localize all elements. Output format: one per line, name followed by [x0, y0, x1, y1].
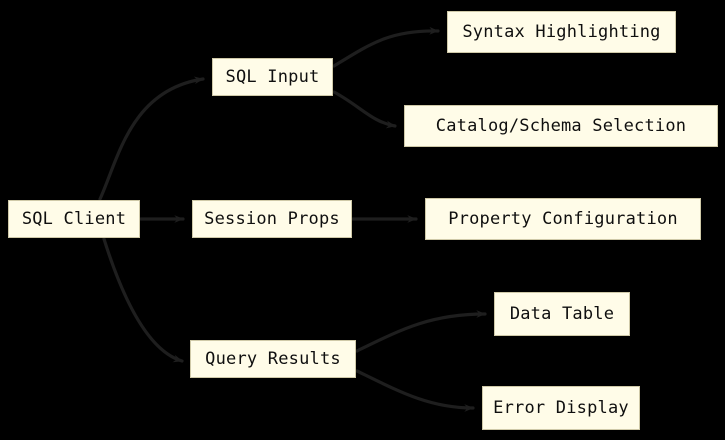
node-label-session-props: Session Props: [204, 208, 340, 229]
node-label-syntax-highlighting: Syntax Highlighting: [462, 21, 661, 42]
node-data-table[interactable]: Data Table: [494, 292, 630, 336]
node-sql-client[interactable]: SQL Client: [8, 200, 140, 238]
node-sql-input[interactable]: SQL Input: [212, 58, 333, 96]
node-label-sql-input: SQL Input: [225, 66, 320, 87]
node-label-data-table: Data Table: [509, 303, 615, 324]
edge-sql-client-to-query-results: [102, 237, 184, 363]
node-error-display[interactable]: Error Display: [482, 386, 640, 430]
edge-sql-input-to-catalog-schema: [332, 90, 397, 129]
edge-sql-client-to-sql-input: [98, 76, 205, 201]
node-property-configuration[interactable]: Property Configuration: [425, 198, 701, 240]
node-syntax-highlighting[interactable]: Syntax Highlighting: [447, 11, 676, 53]
node-catalog-schema-selection[interactable]: Catalog/Schema Selection: [404, 105, 718, 147]
node-label-error-display: Error Display: [493, 397, 629, 418]
node-label-property-configuration: Property Configuration: [448, 208, 678, 229]
node-query-results[interactable]: Query Results: [190, 340, 356, 378]
node-label-sql-client: SQL Client: [21, 208, 127, 229]
node-session-props[interactable]: Session Props: [192, 200, 352, 238]
node-label-query-results: Query Results: [205, 348, 341, 369]
node-label-catalog-schema-selection: Catalog/Schema Selection: [435, 115, 687, 136]
edge-query-results-to-data-table: [355, 310, 487, 353]
edge-sql-input-to-syntax-highlighting: [332, 26, 440, 68]
edge-query-results-to-error-display: [355, 369, 475, 412]
